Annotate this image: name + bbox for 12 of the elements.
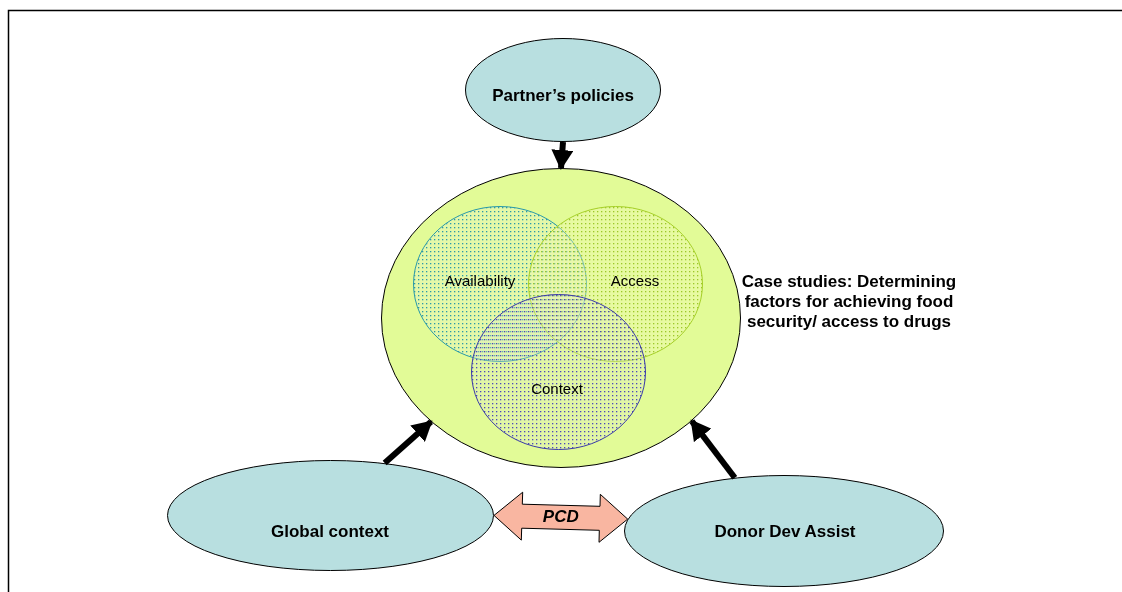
node-label: Partner’s policies (492, 86, 634, 106)
node-label: Access (610, 271, 660, 289)
node-label: Context (531, 379, 583, 397)
node-label: Global context (270, 522, 390, 542)
arrow (382, 419, 433, 466)
node-label: Donor Dev Assist (714, 522, 856, 542)
arrow (689, 419, 738, 480)
node-label: Availability (444, 271, 516, 289)
arrow (551, 141, 574, 170)
edge-label: PCD (542, 507, 579, 528)
case-studies-note: Case studies: Determining factors for achieving food security/ access to drugs (740, 272, 958, 332)
double-block-arrow (493, 491, 629, 543)
